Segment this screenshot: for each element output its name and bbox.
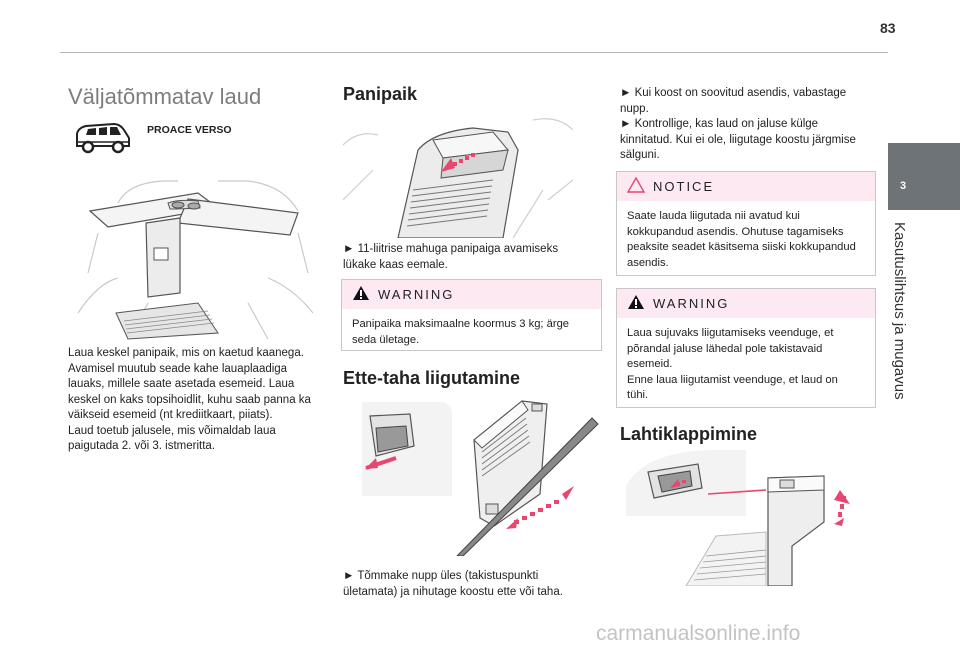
text-line: ületamata) ja nihutage koostu ette või t… bbox=[343, 585, 563, 598]
notice-icon bbox=[627, 177, 645, 193]
sliding-instruction: ► Tõmmake nupp üles (takistuspunkti ület… bbox=[343, 569, 605, 600]
warning-icon bbox=[353, 286, 369, 300]
chapter-title: Kasutuslihtsus ja mugavus bbox=[890, 222, 916, 412]
release-instruction: ► Kui koost on soovitud asendis, vabasta… bbox=[620, 86, 880, 164]
text-line: Laud toetub jalusele, mis võimaldab laua bbox=[68, 424, 276, 437]
text-line: peaksite seadet käsitsema siiski kokkupa… bbox=[627, 241, 856, 253]
text-line: lauaks, millele saate asetada esemeid. L… bbox=[68, 378, 295, 390]
warning-label: WARNING bbox=[653, 296, 730, 311]
chapter-number: 3 bbox=[899, 180, 907, 192]
van-icon bbox=[74, 120, 132, 156]
notice-body: Saate lauda liigutada nii avatud kui kok… bbox=[617, 201, 875, 279]
text-line: esemeid. bbox=[627, 358, 673, 370]
text-line: ► Tõmmake nupp üles (takistuspunkti bbox=[343, 570, 539, 582]
warning-label: WARNING bbox=[378, 287, 455, 302]
storage-instruction: ► 11-liitrise mahuga panipaiga avamiseks… bbox=[343, 242, 605, 273]
text-line: keskel on kaks topsihoidlit, kuhu saab p… bbox=[68, 393, 311, 406]
unfolding-illustration bbox=[626, 446, 876, 586]
text-line: Avamisel muutub seade kahe lauaplaadiga bbox=[68, 362, 288, 375]
warning-body: Panipaika maksimaalne koormus 3 kg; ärge… bbox=[342, 309, 601, 356]
text-line: seda ületage. bbox=[352, 333, 420, 346]
warning-box-moving: WARNING Laua sujuvaks liigutamiseks veen… bbox=[616, 288, 876, 408]
notice-label: NOTICE bbox=[653, 179, 715, 194]
text-line: Panipaika maksimaalne koormus 3 kg; ärge bbox=[352, 318, 570, 330]
text-line: tühi. bbox=[627, 389, 649, 401]
intro-paragraph: Laua keskel panipaik, mis on kaetud kaan… bbox=[68, 346, 328, 455]
text-line: Laua sujuvaks liigutamiseks veenduge, et bbox=[627, 327, 834, 339]
text-line: sälguni. bbox=[620, 149, 660, 161]
chapter-title-text: Kasutuslihtsus ja mugavus bbox=[891, 222, 908, 400]
text-line: ► Kontrollige, kas laud on jaluse külge bbox=[620, 118, 819, 130]
text-line: ► 11-liitrise mahuga panipaiga avamiseks bbox=[343, 243, 559, 255]
text-line: väikseid esemeid (nt krediitkaart, piiat… bbox=[68, 409, 273, 421]
section-title-sliding: Ette-taha liigutamine bbox=[343, 368, 521, 388]
text-line: lükake kaas eemale. bbox=[343, 258, 448, 271]
text-line: nupp. bbox=[620, 102, 649, 115]
text-line: kokkupandud asendis. Ohutuse tagamiseks bbox=[627, 225, 844, 238]
vehicle-label: PROACE VERSO bbox=[147, 124, 232, 136]
text-line: Laua keskel panipaik, mis on kaetud kaan… bbox=[68, 347, 304, 359]
page-title: Väljatõmmatav laud bbox=[68, 84, 262, 109]
section-title-storage: Panipaik bbox=[343, 84, 418, 104]
header-rule bbox=[60, 52, 888, 53]
text-line: põrandal jaluse lähedal pole takistavaid bbox=[627, 342, 823, 355]
warning-header: WARNING bbox=[617, 289, 875, 318]
storage-illustration bbox=[343, 110, 573, 238]
text-line: asendis. bbox=[627, 256, 669, 269]
text-line: ► Kui koost on soovitud asendis, vabasta… bbox=[620, 87, 847, 99]
watermark-text: carmanualsonline.info bbox=[596, 622, 801, 645]
text-line: Enne laua liigutamist veenduge, et laud … bbox=[627, 373, 838, 386]
text-line: kinnitatud. Kui ei ole, liigutage koostu… bbox=[620, 133, 856, 146]
warning-header: WARNING bbox=[342, 280, 601, 309]
chapter-tab[interactable] bbox=[888, 143, 960, 210]
text-line: Saate lauda liigutada nii avatud kui bbox=[627, 210, 800, 222]
sliding-illustration bbox=[362, 396, 600, 556]
section-title-unfolding: Lahtiklappimine bbox=[620, 424, 758, 444]
notice-box: NOTICE Saate lauda liigutada nii avatud … bbox=[616, 171, 876, 276]
warning-icon bbox=[628, 295, 644, 309]
warning-box-storage: WARNING Panipaika maksimaalne koormus 3 … bbox=[341, 279, 602, 351]
notice-header: NOTICE bbox=[617, 172, 875, 201]
page-number: 83 bbox=[880, 20, 896, 36]
table-illustration bbox=[68, 163, 320, 340]
text-line: paigutada 2. või 3. istmeritta. bbox=[68, 440, 216, 452]
warning-body: Laua sujuvaks liigutamiseks veenduge, et… bbox=[617, 318, 875, 412]
